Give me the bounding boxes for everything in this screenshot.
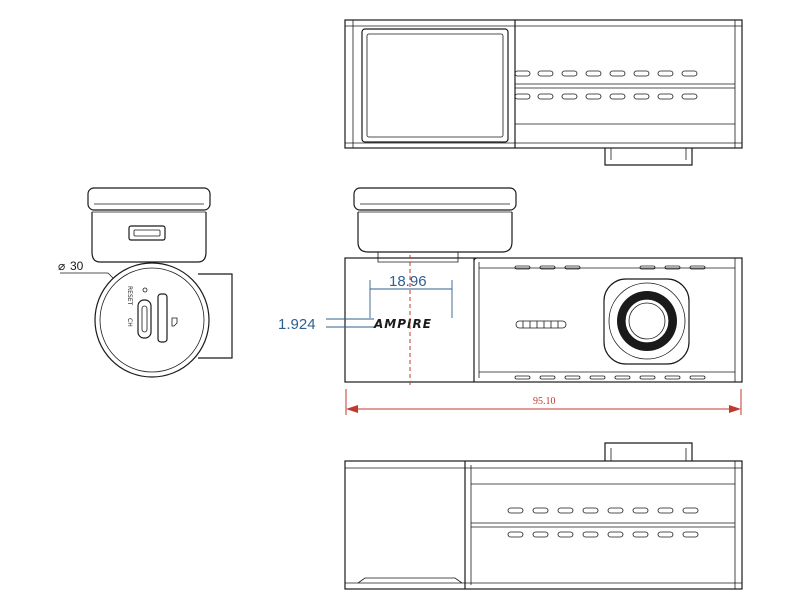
bottom-view-body bbox=[344, 460, 743, 590]
side-view-cylinder bbox=[94, 262, 210, 378]
sd-card-icon bbox=[171, 317, 178, 327]
top-view-vents bbox=[514, 70, 698, 100]
top-view-mount-foot bbox=[604, 148, 693, 166]
side-view-mini-usb-port bbox=[128, 225, 166, 241]
side-view: ⌀ 30 RESET CH bbox=[58, 187, 233, 378]
diameter-label: 30 bbox=[70, 259, 84, 273]
front-view-top-notches bbox=[514, 265, 706, 380]
bottom-view-mount-foot bbox=[604, 442, 693, 461]
side-view-mount-cap bbox=[87, 187, 211, 211]
svg-text:1.924: 1.924 bbox=[278, 316, 316, 333]
dimension-95-10: 95.10 bbox=[345, 389, 742, 415]
front-view-mic-holes bbox=[515, 320, 567, 329]
top-view-screen bbox=[361, 28, 509, 143]
side-view-sd-slot bbox=[157, 293, 168, 343]
dimension-1-924: 1.924 bbox=[278, 316, 374, 333]
usb-label: CH bbox=[126, 318, 133, 327]
top-view-body bbox=[344, 19, 743, 149]
reset-label: RESET bbox=[126, 286, 133, 306]
dimension-18-96: 18.96 bbox=[369, 273, 453, 318]
top-view bbox=[344, 19, 743, 166]
diameter-symbol: ⌀ bbox=[58, 259, 65, 273]
brand-logo: AMPIRE bbox=[373, 317, 432, 331]
side-view-reset-hole bbox=[142, 287, 148, 293]
svg-text:95.10: 95.10 bbox=[533, 396, 556, 407]
bottom-view bbox=[344, 442, 743, 590]
side-view-usb-c-port bbox=[137, 299, 152, 339]
svg-text:18.96: 18.96 bbox=[389, 273, 427, 290]
front-view-mount-cap bbox=[353, 187, 517, 211]
front-view: AMPIRE 18.96 1.924 95.10 bbox=[278, 187, 743, 415]
front-view-lens bbox=[603, 278, 690, 365]
front-view-body bbox=[344, 257, 743, 383]
bottom-view-vents bbox=[507, 507, 699, 538]
